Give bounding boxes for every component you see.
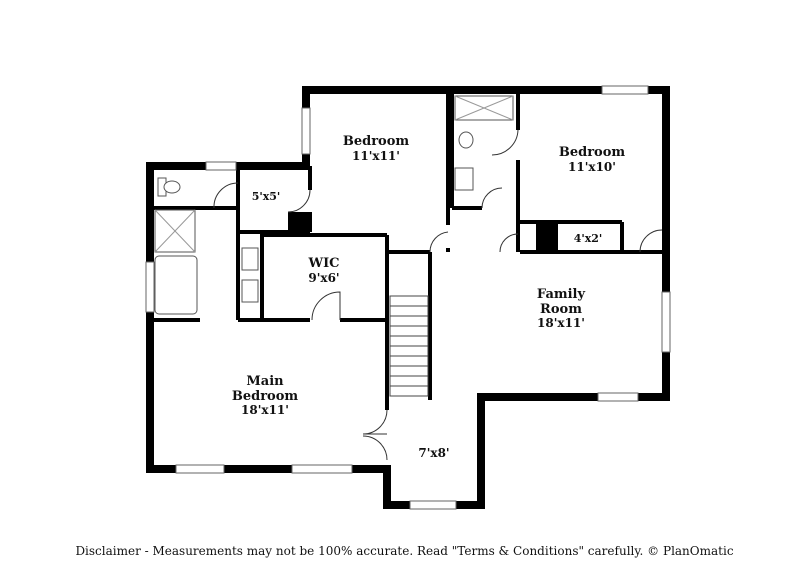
family-room-label-1: Family [537,287,586,302]
landing-dims: 7'x8' [418,446,449,460]
wic-dims: 9'x6' [308,271,339,285]
toilet-icon-2 [458,131,474,149]
closet-5x5-dims: 5'x5' [252,190,281,203]
bedroom-top-label: Bedroom [343,134,410,149]
main-bedroom-label-2: Bedroom [232,389,299,404]
interior-walls [150,90,666,410]
doors [213,129,663,461]
closet-4x2-dims: 4'x2' [574,232,603,245]
bathtub-icon [154,255,198,315]
sink-icon-3 [454,167,474,191]
family-room-dims: 18'x11' [537,316,585,330]
main-bedroom-dims: 18'x11' [241,403,289,417]
bedroom-right-dims: 11'x10' [568,160,616,174]
stairs [389,295,429,397]
bedroom-top-dims: 11'x11' [352,149,400,163]
windows [145,85,671,510]
toilet-bowl-icon [163,180,181,194]
family-room-label-2: Room [540,302,582,317]
main-bedroom-label-1: Main [246,374,284,389]
sink-icon [241,247,259,271]
bedroom-right-label: Bedroom [559,145,626,160]
wic-label: WIC [307,256,339,271]
wall-blocks [288,212,558,252]
sink-icon-2 [241,279,259,303]
disclaimer-text: Disclaimer - Measurements may not be 100… [75,544,734,558]
bath-fixtures [154,95,514,315]
